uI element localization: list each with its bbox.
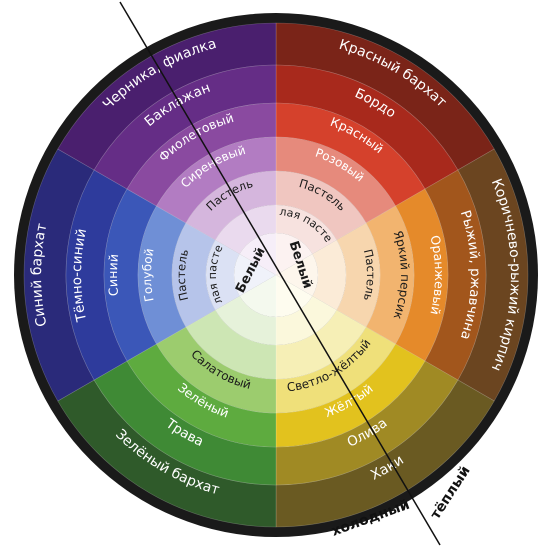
warm-cold-divider-line — [119, 1, 441, 546]
wheel-label-blue-0: Синий бархат — [29, 222, 50, 328]
wheel-cell-yellow-6 — [275, 274, 313, 318]
wheel-label-blue-1: Тёмно-синий — [69, 227, 90, 324]
wheel-label-orange-4: Пастель — [361, 248, 378, 303]
wheel-label-blue-2: Синий — [105, 253, 121, 297]
wheel-label-blue-4: Пастель — [174, 247, 191, 302]
wheel-sectors — [23, 22, 529, 528]
wheel-cell-green-6 — [239, 274, 277, 318]
wheel-cell-orange-6 — [275, 253, 319, 297]
wheel-label-orange-2: Оранжевый — [427, 234, 447, 316]
wheel-cell-red-6 — [275, 232, 313, 276]
wheel-cell-blue-6 — [233, 253, 277, 297]
wheel-label-blue-3: Голубой — [140, 247, 157, 303]
wheel-cell-violet-6 — [239, 232, 277, 276]
